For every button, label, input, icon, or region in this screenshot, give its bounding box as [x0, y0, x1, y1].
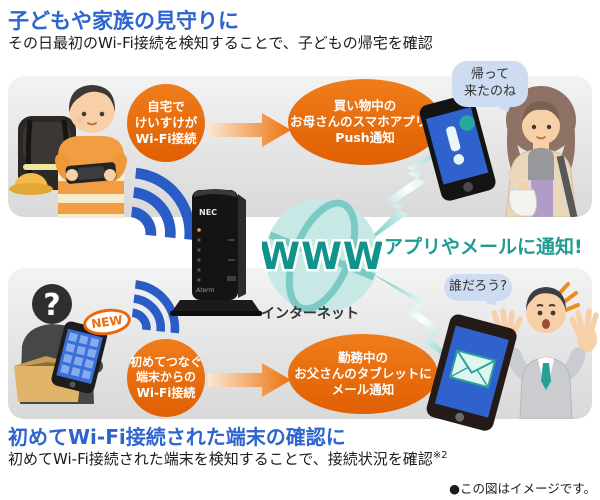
flow-arrow-icon: [208, 363, 291, 397]
mom-shopping-bag: [508, 178, 538, 217]
mom-turtleneck: [528, 148, 554, 180]
status-dot-icon: [459, 115, 475, 131]
boy-face: [68, 85, 116, 133]
envelope-icon: [448, 349, 497, 389]
new-device-phone: [51, 321, 108, 394]
school-hat-icon: [9, 173, 53, 195]
boy-right-hand: [104, 169, 116, 181]
diagram: ?: [0, 60, 600, 431]
mom-bag-strap: [556, 155, 578, 217]
dad-right-hand: [569, 308, 599, 352]
exclamation-icon: [446, 126, 465, 165]
result-bubble-mom: 買い物中の お母さんのスマホアプリに Push通知: [288, 79, 442, 165]
notification-tablet: [423, 312, 523, 437]
dad-tie: [541, 363, 551, 390]
flow-arrow-icon: [208, 113, 291, 147]
router-brand-label: NEC: [199, 208, 217, 217]
unknown-person-head: [32, 284, 72, 324]
trigger-bubble-new-device: 初めてつなぐ 端末からの Wi-Fi接続: [127, 339, 205, 417]
page-subtitle: その日最初のWi-Fi接続を検知することで、子どもの帰宅を確認: [8, 34, 433, 52]
handheld-game-icon: [65, 162, 117, 184]
notify-label: アプリやメールに通知!: [384, 236, 583, 258]
speech-bubble-dad: 誰だろう?: [444, 274, 512, 301]
router-illustration: NEC Aterm: [170, 189, 262, 316]
page-title: 子どもや家族の見守りに: [8, 9, 239, 33]
dad-face: [526, 287, 566, 333]
globe-label: WWW: [262, 235, 382, 278]
result-bubble-dad: 勤務中の お父さんのタブレットに メール通知: [288, 334, 438, 414]
footnote-mark: ※2: [432, 450, 448, 461]
wifi-signal-icon: [130, 167, 196, 241]
trigger-bubble-home: 自宅で けいすけが Wi-Fi接続: [127, 84, 205, 162]
globe-icon: WWW: [262, 199, 382, 313]
boy-left-hand: [66, 169, 78, 181]
boy-illustration: [9, 85, 127, 218]
footer-subtitle: 初めてWi-Fi接続された端末を検知することで、接続状況を確認※2: [8, 450, 448, 468]
footer-title: 初めてWi-Fi接続された端末の確認に: [8, 425, 346, 449]
speech-bubble-mom: 帰って 来たのね: [452, 61, 528, 107]
notification-phone: [417, 90, 502, 208]
mom-illustration: [505, 86, 578, 217]
image-disclaimer: ●この図はイメージです。: [449, 481, 596, 496]
internet-label: インターネット: [261, 306, 359, 322]
unknown-person-illustration: ?: [14, 284, 108, 404]
router-model-label: Aterm: [195, 287, 215, 294]
dad-illustration: [492, 282, 599, 419]
wifi-signal-icon: [131, 280, 180, 334]
question-mark-icon: ?: [43, 288, 60, 323]
mom-face: [522, 101, 560, 145]
